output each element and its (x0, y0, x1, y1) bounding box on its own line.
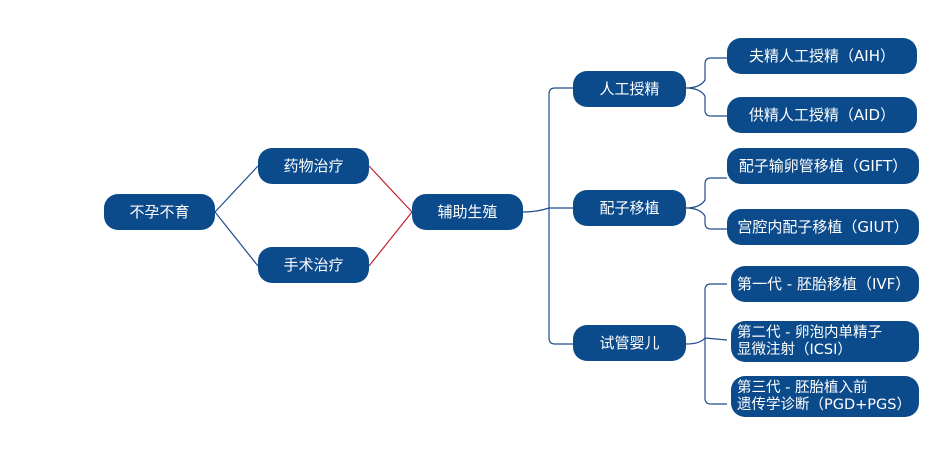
leaf-node-label: 配子输卵管移植（GIFT） (738, 156, 908, 175)
connector-gamete-children (685, 177, 727, 230)
leaf-node-label: 第一代 - 胚胎移植（IVF） (737, 274, 911, 293)
leaf-node-gift: 配子输卵管移植（GIFT） (727, 148, 919, 184)
treatment-node-surgery: 手术治疗 (258, 247, 369, 283)
center-node: 辅助生殖 (412, 194, 523, 230)
branch-node-label: 试管婴儿 (599, 333, 660, 352)
root-node: 不孕不育 (104, 194, 215, 230)
branch-node-label: 配子移植 (599, 198, 660, 217)
branch-node-artificial-insemination: 人工授精 (573, 71, 686, 107)
leaf-node-label: 夫精人工授精（AIH） (749, 46, 895, 65)
branch-node-label: 人工授精 (599, 79, 660, 98)
treatment-node-label: 手术治疗 (283, 255, 344, 274)
leaf-node-label: 宫腔内配子移植（GIUT） (737, 217, 909, 236)
connector-ai-children (685, 57, 727, 117)
connector-surgery-center (368, 211, 413, 267)
leaf-node-label-line-2: 显微注射（ICSI） (737, 341, 852, 358)
leaf-node-first-gen: 第一代 - 胚胎移植（IVF） (731, 266, 919, 302)
treatment-node-label: 药物治疗 (283, 156, 344, 175)
leaf-node-third-gen: 第三代 - 胚胎植入前 遗传学诊断（PGD+PGS） (731, 376, 919, 417)
connector-root-surgery (214, 211, 259, 267)
leaf-node-second-gen: 第二代 - 卵泡内单精子 显微注射（ICSI） (731, 321, 919, 362)
branch-node-gamete-transfer: 配子移植 (573, 190, 686, 226)
connector-root-drug (214, 165, 259, 213)
leaf-node-aih: 夫精人工授精（AIH） (727, 38, 917, 74)
leaf-node-label-line-1: 第三代 - 胚胎植入前 (737, 379, 868, 396)
center-node-label: 辅助生殖 (437, 202, 498, 221)
leaf-node-giut: 宫腔内配子移植（GIUT） (727, 209, 919, 245)
leaf-node-label-line-1: 第二代 - 卵泡内单精子 (737, 324, 882, 341)
leaf-node-label-line-2: 遗传学诊断（PGD+PGS） (737, 396, 911, 413)
leaf-node-label: 供精人工授精（AID） (748, 105, 896, 124)
root-node-label: 不孕不育 (129, 202, 190, 221)
leaf-node-aid: 供精人工授精（AID） (727, 97, 917, 133)
connector-center-branches (522, 87, 573, 345)
branch-node-ivf: 试管婴儿 (573, 325, 686, 361)
treatment-node-drug: 药物治疗 (258, 148, 369, 184)
connector-ivf-children (685, 283, 728, 405)
connector-drug-center (368, 165, 413, 213)
